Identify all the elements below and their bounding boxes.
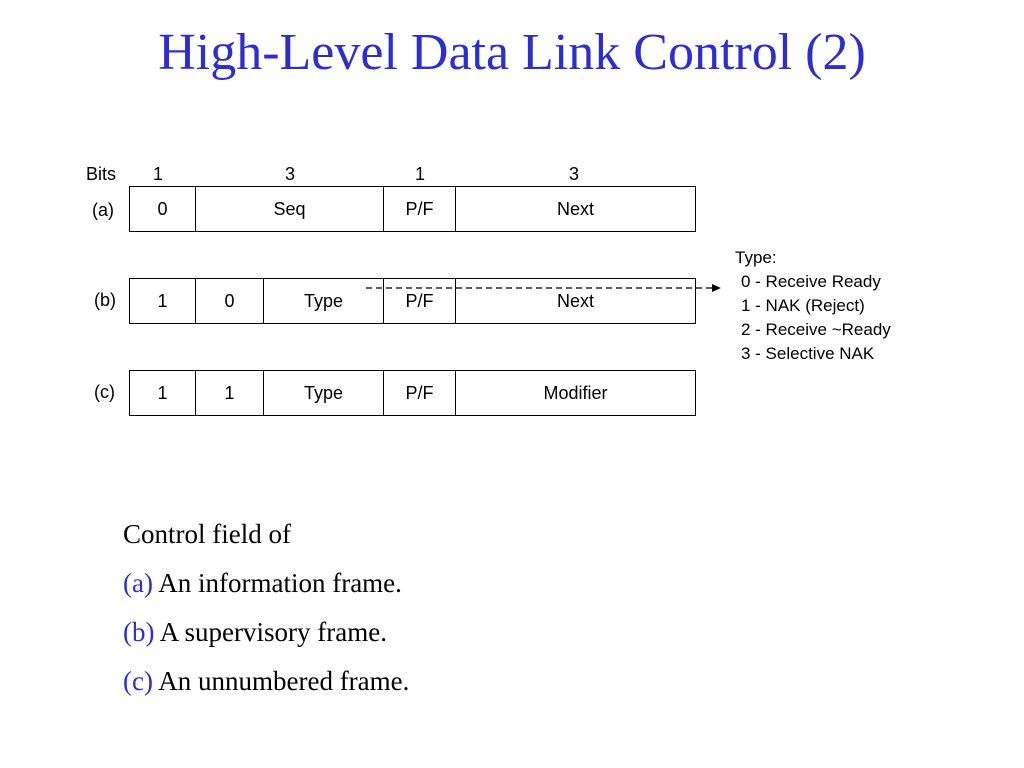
arrowhead-icon: [712, 284, 721, 292]
bit-count-3: 1: [415, 164, 426, 184]
bit-count-2: 3: [285, 164, 296, 184]
legend-title: Type:: [735, 248, 777, 267]
caption-intro: Control field of: [123, 519, 291, 549]
field-cell: P/F: [384, 279, 456, 323]
legend-item: 3 - Selective NAK: [741, 344, 875, 363]
figure-caption: Control field of (a) An information fram…: [123, 510, 409, 706]
bit-count-4: 3: [569, 164, 580, 184]
frame-row-supervisory: 1 0 Type P/F Next: [129, 278, 696, 324]
field-cell: 0: [130, 187, 196, 231]
field-cell: Type: [264, 371, 384, 415]
type-legend: Type: 0 - Receive Ready 1 - NAK (Reject)…: [735, 246, 891, 366]
field-cell: Modifier: [543, 382, 608, 403]
frame-row-information: 0 Seq P/F Next: [129, 186, 696, 232]
bit-count-1: 1: [153, 164, 164, 184]
legend-item: 2 - Receive ~Ready: [741, 320, 891, 339]
field-cell: Type: [264, 279, 384, 323]
frame-row-unnumbered: 1 1 Type P/F Modifier: [129, 370, 696, 416]
field-cell: Next: [556, 290, 594, 311]
caption-item-c: (c) An unnumbered frame.: [123, 657, 409, 706]
caption-text: An information frame.: [158, 568, 402, 598]
field-cell: 0: [196, 279, 264, 323]
caption-tag: (b): [123, 617, 155, 647]
legend-item: 1 - NAK (Reject): [741, 296, 865, 315]
bits-label: Bits: [86, 164, 117, 184]
field-cell: P/F: [384, 371, 456, 415]
caption-text: A supervisory frame.: [159, 617, 387, 647]
row-label-b: (b): [94, 290, 116, 310]
field-cell: 1: [130, 279, 196, 323]
field-cell: Next: [556, 198, 594, 219]
caption-item-b: (b) A supervisory frame.: [123, 608, 409, 657]
slide-title: High-Level Data Link Control (2): [158, 24, 866, 81]
field-cell: 1: [130, 371, 196, 415]
field-cell: Seq: [196, 187, 384, 231]
row-label-c: (c): [94, 382, 115, 402]
caption-text: An unnumbered frame.: [158, 666, 410, 696]
caption-tag: (c): [123, 666, 153, 696]
field-cell: P/F: [384, 187, 456, 231]
field-cell: 1: [196, 371, 264, 415]
caption-item-a: (a) An information frame.: [123, 559, 409, 608]
caption-tag: (a): [123, 568, 153, 598]
row-label-a: (a): [92, 200, 114, 220]
legend-item: 0 - Receive Ready: [741, 272, 881, 291]
